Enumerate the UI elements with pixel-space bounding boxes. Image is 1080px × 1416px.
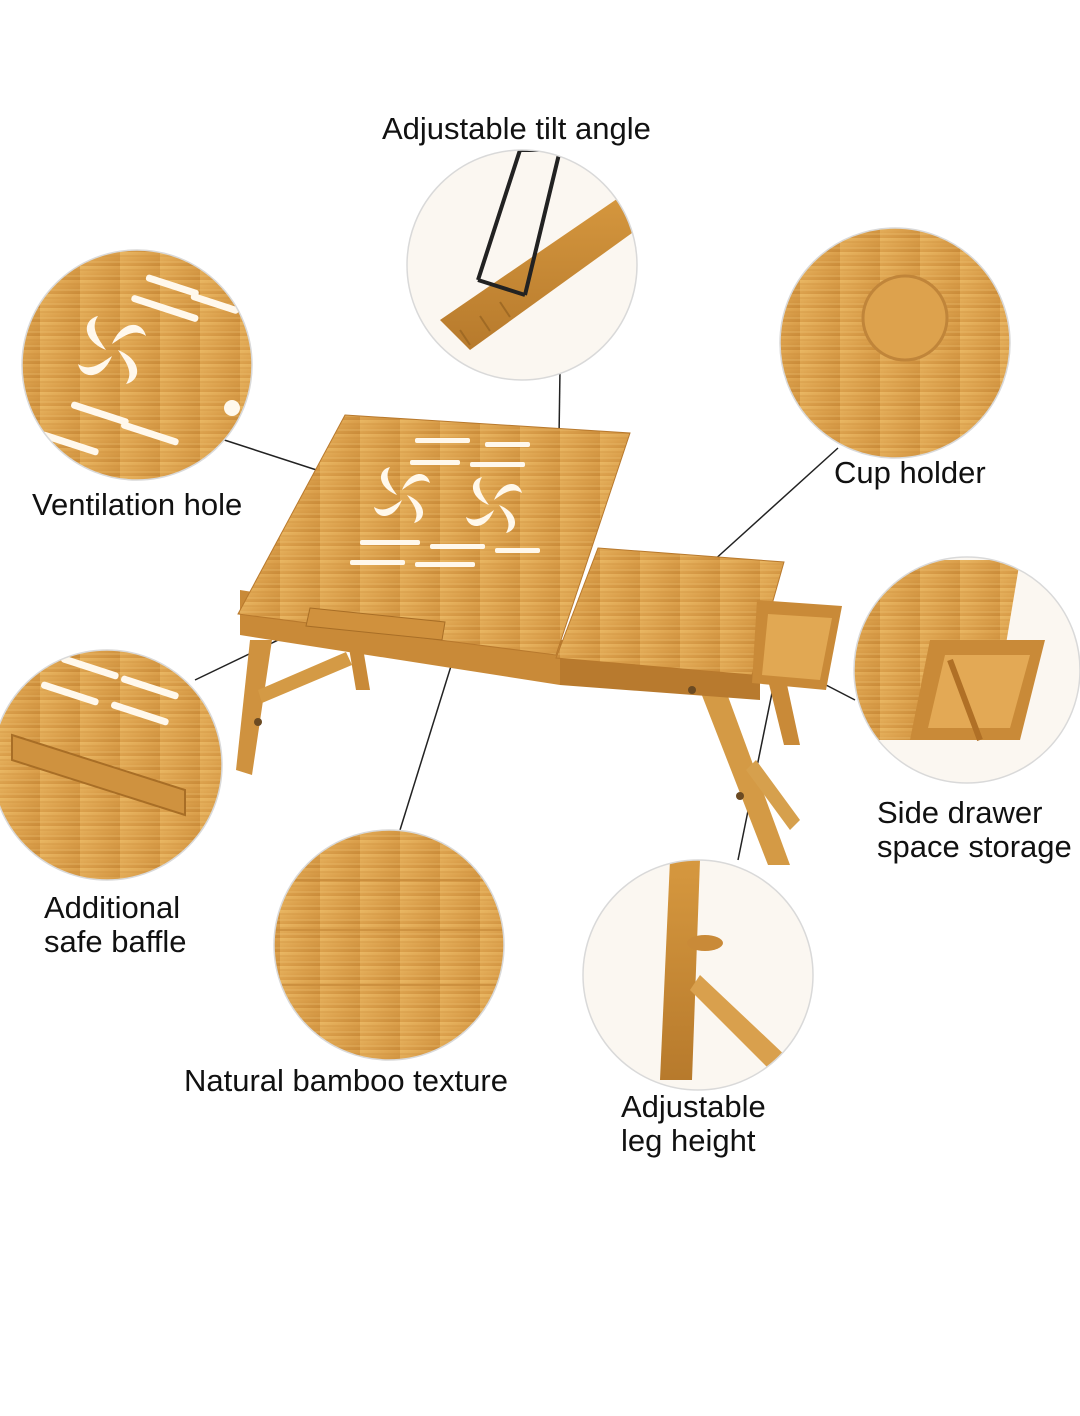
- tilt-angle-label: Adjustable tilt angle: [382, 111, 651, 146]
- leg-detail-icon: [582, 859, 814, 1091]
- safe-baffle-label-line2: safe baffle: [44, 924, 187, 959]
- leg-height-label-line1: Adjustable: [621, 1089, 766, 1124]
- side-drawer-label-line1: Side drawer: [877, 795, 1043, 830]
- drawer-detail-icon: [853, 556, 1080, 784]
- baffle-detail-icon: [0, 649, 223, 881]
- side-drawer-label-line2: space storage: [877, 829, 1072, 864]
- leg-height-label-line2: leg height: [621, 1123, 756, 1158]
- tilt-stand-detail-icon: [406, 149, 638, 381]
- fan-vent-detail-icon: [21, 249, 253, 481]
- ventilation-hole-label: Ventilation hole: [32, 487, 243, 522]
- bamboo-texture-label: Natural bamboo texture: [184, 1063, 508, 1098]
- cup-holder-detail-icon: [779, 227, 1011, 459]
- cup-holder-label: Cup holder: [834, 455, 986, 490]
- safe-baffle-label-line1: Additional: [44, 890, 181, 925]
- laptop-table: [236, 414, 842, 865]
- bamboo-texture-detail-icon: [273, 829, 505, 1061]
